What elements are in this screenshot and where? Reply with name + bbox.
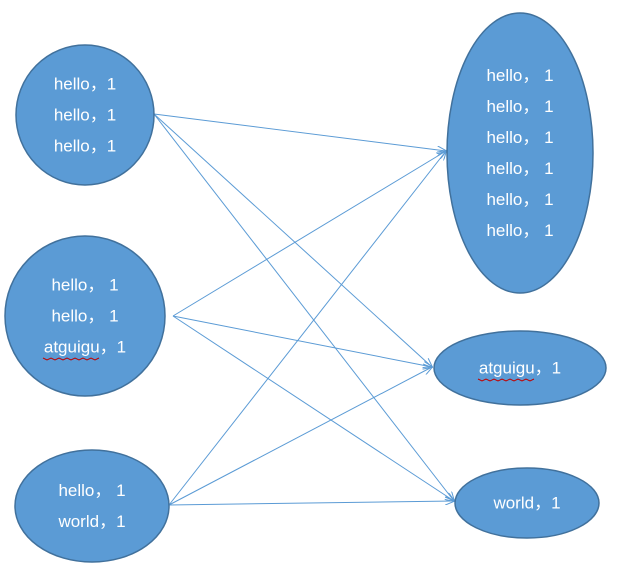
- spellcheck-underline: [42, 357, 100, 361]
- input-2-line: hello， 1: [51, 307, 118, 326]
- edge-input-3-to-output-atguigu: [168, 367, 432, 506]
- output-hello-line: hello， 1: [486, 97, 553, 116]
- input-2-line: hello， 1: [51, 276, 118, 295]
- input-2-line: atguigu，1: [44, 338, 126, 357]
- edge-input-1-to-output-hello: [153, 113, 446, 151]
- output-world-node: world，1: [454, 467, 600, 539]
- output-world-ellipse: [454, 467, 600, 539]
- input-1-line: hello，1: [54, 137, 116, 156]
- input-2-node: hello， 1 hello， 1 atguigu，1: [4, 235, 166, 397]
- input-3-line: world，1: [57, 512, 125, 531]
- output-atguigu-ellipse: [433, 330, 607, 406]
- output-world-line: world，1: [492, 494, 560, 513]
- output-atguigu-line: atguigu，1: [479, 359, 561, 378]
- edge-input-2-to-output-world: [172, 315, 454, 501]
- output-hello-line: hello， 1: [486, 66, 553, 85]
- edge-input-2-to-output-hello: [172, 151, 446, 317]
- edge-input-1-to-output-atguigu: [153, 113, 432, 367]
- edge-input-3-to-output-world: [168, 501, 454, 506]
- input-2-ellipse: [4, 235, 166, 397]
- output-hello-line: hello， 1: [486, 128, 553, 147]
- spellcheck-underline: [477, 378, 535, 382]
- input-1-line: hello，1: [54, 106, 116, 125]
- input-3-line: hello， 1: [58, 481, 125, 500]
- output-hello-line: hello， 1: [486, 159, 553, 178]
- output-hello-ellipse: [446, 12, 594, 294]
- output-hello-node: hello， 1 hello， 1 hello， 1 hello， 1 hello， 1…: [446, 12, 594, 294]
- edge-input-3-to-output-hello: [168, 151, 446, 506]
- output-atguigu-node: atguigu，1: [433, 330, 607, 406]
- output-hello-line: hello， 1: [486, 190, 553, 209]
- edges-layer: [153, 113, 454, 506]
- edge-input-2-to-output-atguigu: [172, 315, 432, 367]
- input-1-line: hello，1: [54, 75, 116, 94]
- input-3-ellipse: [14, 449, 170, 563]
- edge-input-1-to-output-world: [153, 113, 454, 501]
- nodes-layer: hello，1 hello，1 hello，1 hello， 1 hello， 1 atg…: [4, 12, 607, 563]
- input-1-node: hello，1 hello，1 hello，1: [15, 44, 155, 186]
- input-1-ellipse: [15, 44, 155, 186]
- output-hello-line: hello， 1: [486, 221, 553, 240]
- input-3-node: hello， 1 world，1: [14, 449, 170, 563]
